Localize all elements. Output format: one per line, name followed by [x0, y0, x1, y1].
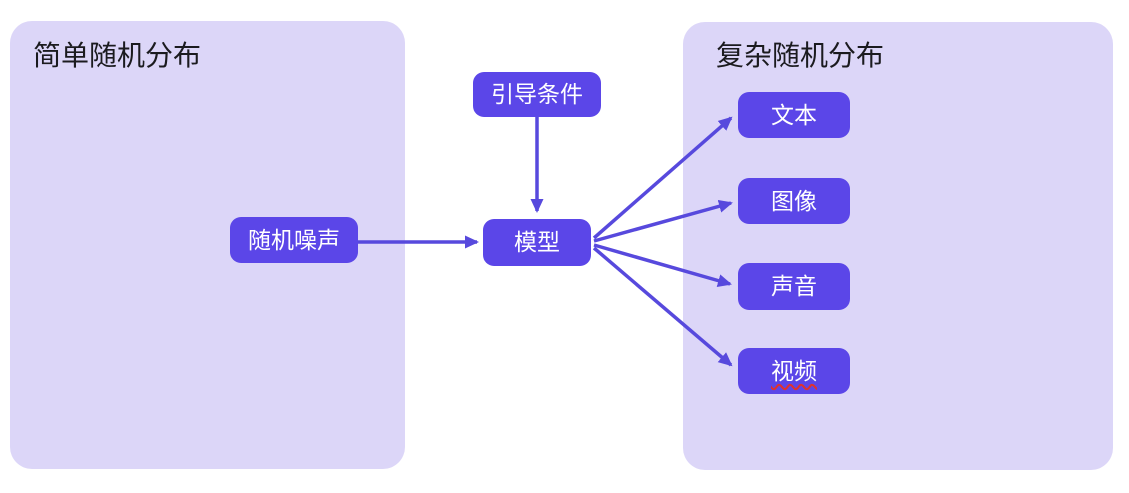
panel-complex-distribution[interactable]: 复杂随机分布 [683, 22, 1113, 470]
node-audio-output-label: 声音 [771, 273, 817, 299]
panel-title-complex-distribution: 复杂随机分布 [716, 40, 885, 71]
node-text-output[interactable]: 文本 [738, 92, 850, 138]
node-audio-output[interactable]: 声音 [738, 263, 850, 310]
node-guidance-condition[interactable]: 引导条件 [473, 72, 601, 117]
node-image-output-label: 图像 [771, 187, 817, 214]
node-model-label: 模型 [514, 229, 560, 255]
node-text-output-label: 文本 [771, 101, 817, 128]
panel-title-simple-distribution: 简单随机分布 [33, 40, 202, 71]
node-guidance-condition-label: 引导条件 [491, 81, 583, 107]
node-random-noise[interactable]: 随机噪声 [230, 217, 358, 263]
node-model[interactable]: 模型 [483, 219, 591, 266]
node-image-output[interactable]: 图像 [738, 178, 850, 224]
node-random-noise-label: 随机噪声 [248, 226, 340, 253]
node-video-output[interactable]: 视频 [738, 348, 850, 394]
node-video-output-label: 视频 [771, 357, 817, 384]
